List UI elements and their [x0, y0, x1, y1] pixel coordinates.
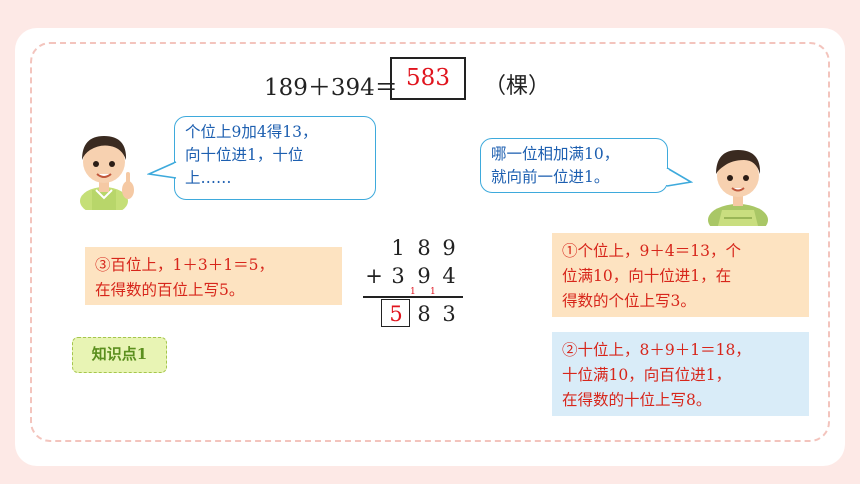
- dashed-frame: [30, 42, 830, 442]
- addend1-digit: 9: [442, 236, 456, 260]
- bubble-right-line: 就向前一位进1。: [491, 168, 610, 186]
- addend2-digit: 3: [391, 264, 405, 288]
- note-line: 在得数的百位上写5。: [95, 281, 245, 299]
- note-line: 十位满10，向百位进1，: [562, 366, 732, 384]
- carry-mark-tens: 1: [430, 287, 436, 297]
- addend1-digit: 1: [391, 236, 405, 260]
- note-hundreds-step: ③百位上，1＋3＋1＝5， 在得数的百位上写5。: [85, 247, 342, 305]
- addend2-digit: 4: [442, 264, 456, 288]
- carry-mark-hundreds: 1: [410, 287, 416, 297]
- bubble-right-tail: [665, 167, 693, 187]
- speech-bubble-right: 哪一位相加满10， 就向前一位进1。: [480, 138, 668, 193]
- boy-right-illustration: [708, 150, 768, 226]
- addend2-digit: 9: [417, 264, 431, 288]
- plus-sign: +: [365, 264, 383, 288]
- note-line: 位满10，向十位进1，在: [562, 267, 732, 285]
- result-digit-ones: 3: [442, 302, 456, 326]
- sum-line: [363, 296, 463, 298]
- result-digit-hundreds: 5: [389, 302, 403, 326]
- equation-expression: 189＋394＝: [264, 75, 398, 101]
- knowledge-point-tag[interactable]: 知识点1: [72, 337, 167, 373]
- note-line: ②十位上，8＋9＋1＝18，: [562, 341, 751, 359]
- speech-bubble-left: 个位上9加4得13， 向十位进1，十位 上……: [174, 116, 376, 200]
- bubble-left-line: 向十位进1，十位: [185, 146, 304, 164]
- bubble-left-line: 上……: [185, 169, 232, 187]
- note-ones-step: ①个位上，9＋4＝13，个 位满10，向十位进1，在 得数的个位上写3。: [552, 233, 809, 317]
- bubble-left-tail: [147, 161, 177, 179]
- result-digit-tens: 8: [417, 302, 431, 326]
- unit-label: （棵）: [484, 74, 551, 99]
- note-line: 得数的个位上写3。: [562, 292, 696, 310]
- bubble-left-line: 个位上9加4得13，: [185, 123, 318, 141]
- note-tens-step: ②十位上，8＋9＋1＝18， 十位满10，向百位进1， 在得数的十位上写8。: [552, 332, 809, 416]
- result-highlight-box: [381, 299, 410, 327]
- vertical-addition: 1 8 9 + 3 9 4 1 1 5 8 3: [360, 236, 470, 336]
- bubble-right-line: 哪一位相加满10，: [491, 145, 620, 163]
- note-line: 在得数的十位上写8。: [562, 391, 712, 409]
- addend1-digit: 8: [417, 236, 431, 260]
- answer-box: 583: [390, 57, 466, 100]
- note-line: ①个位上，9＋4＝13，个: [562, 242, 741, 260]
- note-line: ③百位上，1＋3＋1＝5，: [95, 256, 274, 274]
- boy-left-illustration: [80, 136, 134, 210]
